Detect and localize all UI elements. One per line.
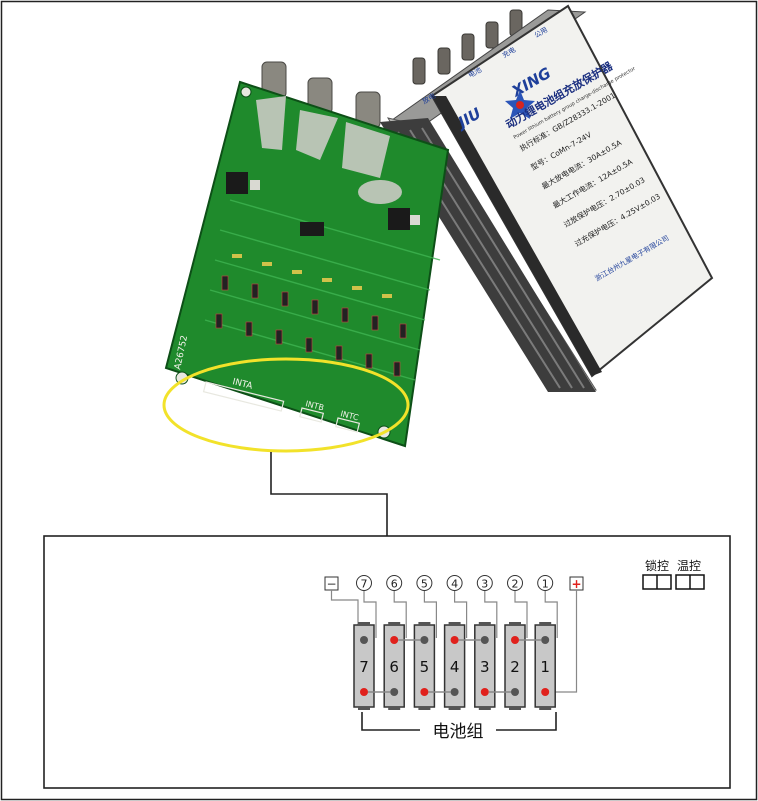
tap-label-6: 6: [391, 578, 398, 591]
pcb-label-inta: INTA: [231, 377, 254, 392]
pcb-terminal-posts: [261, 61, 381, 129]
lock-control-label: 锁控: [645, 558, 669, 573]
pcb-cell-channels: [215, 254, 407, 377]
tap-6: 6: [386, 575, 407, 638]
negative-lead: [330, 590, 359, 640]
cell-label-7: 7: [359, 658, 369, 676]
pcb-components: [226, 172, 420, 236]
pack-bracket-right: [496, 712, 557, 731]
connection-cable: [270, 452, 388, 536]
pack-negative-symbol: −: [326, 577, 336, 591]
tap-label-4: 4: [451, 578, 458, 591]
cell-7: 7: [353, 622, 375, 710]
cell-label-1: 1: [540, 658, 550, 676]
tap-label-3: 3: [481, 578, 488, 591]
cell-5: 5: [413, 622, 436, 710]
pcb-board: INTA INTB INTC A26752: [164, 61, 450, 448]
tap-label-7: 7: [361, 578, 368, 591]
cell-6: 6: [383, 622, 405, 710]
tap-label-2: 2: [512, 578, 519, 591]
balance-taps: 7 6 5 4 3 2 1: [330, 575, 578, 693]
pack-bracket-left: [361, 712, 420, 731]
cell-label-3: 3: [480, 658, 490, 676]
tap-3: 3: [476, 575, 498, 638]
cell-label-5: 5: [420, 658, 430, 676]
tap-4: 4: [446, 575, 468, 638]
cell-2: 2: [504, 622, 526, 710]
pcb-label-intc: INTC: [340, 409, 360, 422]
cell-3: 3: [474, 622, 496, 710]
tap-2: 2: [507, 575, 528, 638]
temp-control-label: 温控: [677, 559, 701, 573]
cell-label-4: 4: [450, 658, 460, 676]
tap-label-5: 5: [421, 578, 428, 591]
brand-logo: [505, 90, 535, 119]
cell-label-6: 6: [389, 658, 399, 676]
pack-positive-symbol: +: [571, 577, 581, 591]
tap-1: 1: [537, 575, 558, 638]
tap-5: 5: [416, 575, 437, 638]
cell-1: 1: [534, 622, 556, 710]
cell-4: 4: [443, 622, 466, 710]
battery-pack-label: 电池组: [433, 722, 484, 742]
protector-terminal-posts: [412, 9, 523, 85]
control-connectors: 锁控 温控: [642, 558, 705, 590]
tap-label-1: 1: [542, 578, 549, 591]
battery-cells: 7 6 5 4 3 2 1: [353, 622, 556, 710]
positive-lead: [555, 590, 578, 693]
pcb-label-intb: INTB: [305, 399, 325, 412]
connector-highlight-ellipse: [162, 357, 410, 453]
cell-label-2: 2: [510, 658, 520, 676]
tap-7: 7: [356, 575, 377, 638]
